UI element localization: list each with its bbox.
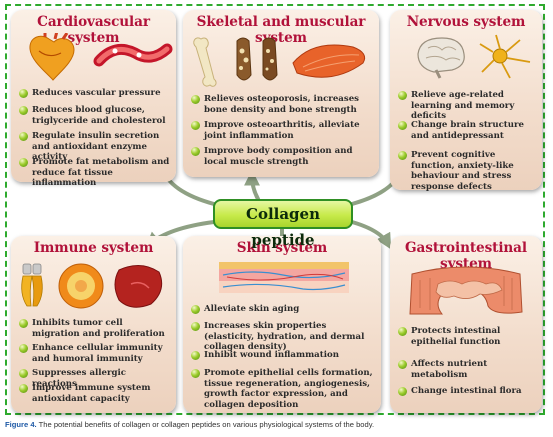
bone-icon	[193, 37, 217, 87]
muscle-icon	[292, 44, 366, 78]
bullet-icon	[19, 106, 28, 115]
panel-icons	[11, 260, 176, 312]
heart-icon	[29, 30, 75, 81]
list-item: Reduces blood glucose, triglyceride and …	[19, 105, 172, 126]
bullet-icon	[398, 360, 407, 369]
list-item: Promote epithelial cells formation, tiss…	[191, 368, 377, 410]
list-item: Protects intestinal epithelial function	[398, 326, 538, 347]
list-item: Suppresses allergic reactions	[19, 368, 172, 389]
bullet-icon	[19, 344, 28, 353]
bullet-icon	[398, 121, 407, 130]
dashed-frame	[5, 4, 545, 415]
bullet-icon	[191, 351, 200, 360]
figure-label: Figure 4.	[5, 420, 37, 429]
panel-icons	[390, 260, 542, 320]
panel-nervous: Nervous system Relieve age-related learn…	[390, 10, 542, 192]
list-item: Regulate insulin secretion and antioxida…	[19, 131, 172, 163]
arrow-to-skeletal	[244, 169, 261, 201]
list-item: Improve osteoarthritis, alleviate joint …	[191, 120, 375, 141]
list-item: Relieve age-related learning and memory …	[398, 90, 538, 122]
list-item: Change intestinal flora	[398, 386, 538, 397]
blood-vessel-icon	[93, 43, 173, 67]
panel-icons	[11, 30, 176, 85]
panel-title: Cardiovascular system	[37, 14, 150, 46]
list-item: Increases skin properties (elasticity, h…	[191, 321, 377, 353]
skin-layers-icon	[219, 262, 349, 293]
bullet-icon	[191, 305, 200, 314]
list-item: Improve body composition and local muscl…	[191, 146, 375, 167]
bone-tissue-icon	[262, 37, 278, 81]
panel-title: Immune system	[33, 240, 154, 256]
bullet-icon	[19, 89, 28, 98]
bullet-icon	[398, 91, 407, 100]
bullet-icon	[398, 327, 407, 336]
list-item: Inhibit wound inflammation	[191, 350, 377, 361]
bullet-icon	[191, 121, 200, 130]
list-item: Affects nutrient metabolism	[398, 359, 538, 380]
list-item: Prevent cognitive function, anxiety-like…	[398, 150, 538, 192]
panel-gastrointestinal: Gastrointestinal system Protects intesti…	[390, 236, 542, 413]
panel-icons	[390, 32, 542, 82]
bullet-icon	[191, 369, 200, 378]
arrow-to-gi	[350, 220, 392, 250]
panel-title: Nervous system	[406, 14, 526, 30]
list-item: Promote fat metabolism and reduce fat ti…	[19, 157, 172, 189]
bullet-icon	[19, 369, 28, 378]
panel-skeletal: Skeletal and muscular system Relieves os…	[183, 10, 379, 177]
list-item: Improve immune system antioxidant capaci…	[19, 383, 172, 404]
list-item: Enhance cellular immunity and humoral im…	[19, 343, 172, 364]
intestine-icon	[409, 266, 523, 315]
list-item: Alleviate skin aging	[191, 304, 377, 315]
figure-caption-text: The potential benefits of collagen or co…	[38, 420, 375, 429]
bullet-icon	[191, 95, 200, 104]
bullet-icon	[191, 147, 200, 156]
panel-skin: Skin system Alleviate skin aging Increas…	[183, 236, 381, 413]
list-item: Inhibits tumor cell migration and prolif…	[19, 318, 172, 339]
bullet-icon	[19, 158, 28, 167]
list-item: Relieves osteoporosis, increases bone de…	[191, 94, 375, 115]
list-item: Reduces vascular pressure	[19, 88, 172, 99]
thymus-icon	[21, 263, 43, 307]
panel-icons	[183, 33, 379, 91]
spleen-icon	[114, 265, 163, 308]
panel-icons	[183, 259, 381, 297]
bullet-icon	[398, 151, 407, 160]
bone-tissue-icon	[236, 37, 252, 81]
figure-caption: Figure 4. The potential benefits of coll…	[5, 420, 550, 429]
bullet-icon	[19, 132, 28, 141]
panel-immune: Immune system Inhibits tumor cell migrat…	[11, 236, 176, 413]
panel-cardiovascular: Cardiovascular system Reduces vascular p…	[11, 10, 176, 188]
bullet-icon	[19, 384, 28, 393]
neuron-icon	[479, 34, 531, 79]
bullet-icon	[191, 322, 200, 331]
bullet-icon	[19, 319, 28, 328]
collagen-peptide-node: Collagen peptide	[213, 199, 353, 249]
list-item: Change brain structure and antidepressan…	[398, 120, 538, 141]
panel-title: Skin system	[183, 240, 381, 256]
cell-icon	[58, 263, 104, 309]
bullet-icon	[398, 387, 407, 396]
brain-icon	[417, 37, 465, 79]
